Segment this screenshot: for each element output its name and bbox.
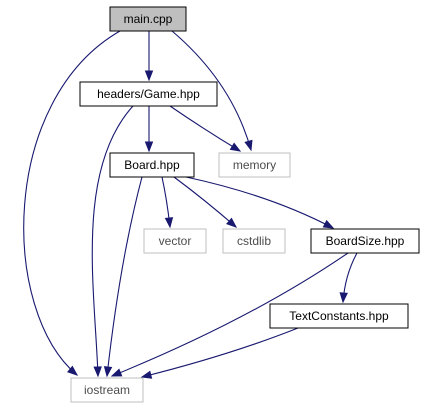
edge-main-to-game — [144, 30, 154, 82]
edge-board-to-boardsize — [185, 176, 335, 229]
arrowhead-icon — [93, 366, 102, 378]
node-label: TextConstants.hpp — [289, 309, 389, 323]
edge-main-to-iostream — [23, 30, 121, 376]
edge-game-to-board — [144, 105, 154, 153]
node-label: main.cpp — [124, 12, 173, 26]
node-box — [79, 81, 218, 107]
arrowhead-icon — [140, 370, 153, 379]
arrowhead-icon — [103, 366, 113, 378]
node-label: cstdlib — [237, 234, 271, 248]
node-main[interactable]: main.cpp — [109, 6, 187, 32]
edge-line — [185, 176, 334, 229]
arrowhead-icon — [322, 219, 335, 229]
node-box — [143, 228, 207, 254]
edge-boardsize-to-textconst — [339, 252, 358, 304]
node-boardsize[interactable]: BoardSize.hpp — [310, 228, 420, 254]
arrowhead-icon — [110, 368, 123, 377]
node-label: memory — [233, 158, 276, 172]
arrowhead-icon — [226, 217, 238, 228]
edge-line — [106, 176, 143, 377]
edge-board-to-cstdlib — [173, 176, 238, 228]
node-label: iostream — [84, 383, 130, 397]
node-box — [218, 152, 291, 178]
edge-line — [111, 252, 349, 377]
node-label: BoardSize.hpp — [326, 234, 405, 248]
node-box — [269, 303, 409, 329]
node-game[interactable]: headers/Game.hpp — [79, 81, 218, 107]
node-label: headers/Game.hpp — [97, 87, 200, 101]
node-iostream: iostream — [70, 377, 144, 403]
arrowhead-icon — [144, 70, 154, 82]
node-label: Board.hpp — [124, 158, 180, 172]
edge-game-to-iostream — [91, 105, 134, 378]
node-board[interactable]: Board.hpp — [109, 152, 195, 178]
node-memory: memory — [218, 152, 291, 178]
node-box — [109, 152, 195, 178]
node-box — [310, 228, 420, 254]
arrowhead-icon — [339, 292, 348, 304]
edge-line — [169, 105, 241, 152]
edge-board-to-iostream — [103, 176, 143, 378]
edge-line — [141, 327, 299, 378]
edge-line — [91, 105, 134, 377]
arrowhead-icon — [144, 141, 154, 153]
edge-board-to-vector — [161, 176, 174, 229]
edge-main-to-memory — [171, 30, 253, 152]
edge-line — [23, 30, 121, 376]
edge-game-to-memory — [169, 105, 242, 152]
arrowhead-icon — [164, 217, 174, 229]
node-textconst[interactable]: TextConstants.hpp — [269, 303, 409, 329]
arrowhead-icon — [229, 142, 242, 152]
node-label: vector — [159, 234, 192, 248]
edge-boardsize-to-iostream — [110, 252, 349, 377]
node-box — [109, 6, 187, 32]
nodes-layer: main.cpp headers/Game.hpp memory Board.hpp v… — [70, 6, 420, 403]
edges-layer — [23, 30, 358, 379]
node-box — [222, 228, 286, 254]
arrowhead-icon — [67, 365, 79, 376]
node-vector: vector — [143, 228, 207, 254]
node-box — [70, 377, 144, 403]
arrowhead-icon — [244, 139, 253, 152]
edge-line — [173, 176, 237, 228]
edge-line — [171, 30, 252, 151]
node-cstdlib: cstdlib — [222, 228, 286, 254]
edge-textconst-to-iostream — [140, 327, 299, 379]
